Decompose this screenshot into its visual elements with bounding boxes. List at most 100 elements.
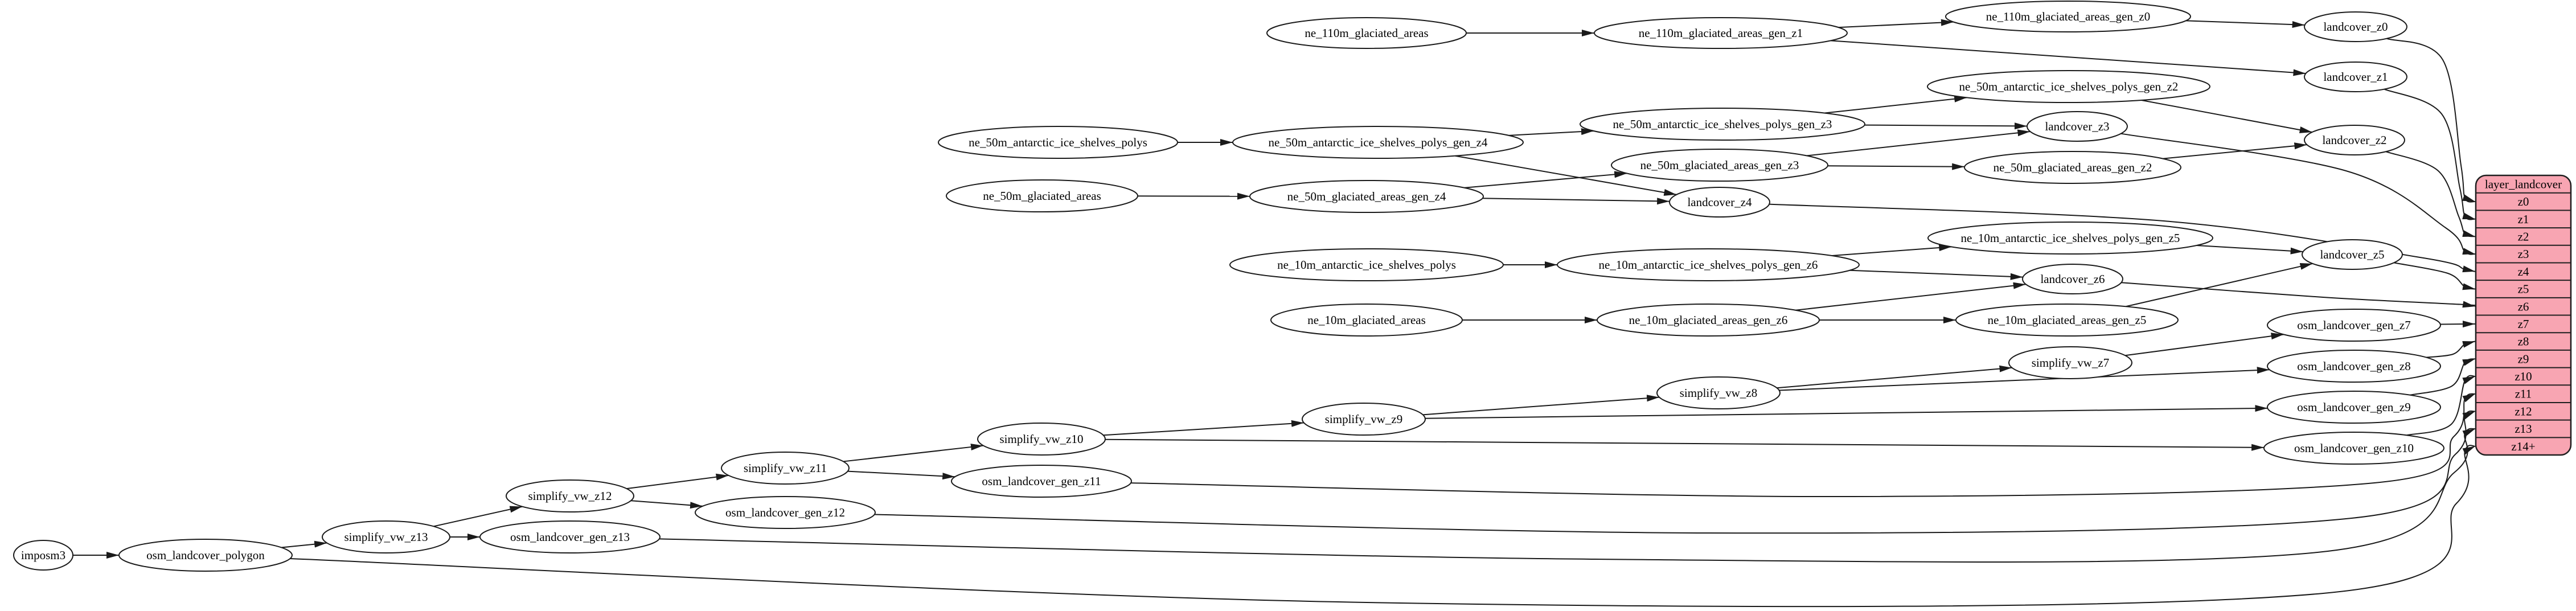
edge-landcover_z6-to-layer_landcover-z6 xyxy=(2121,282,2480,308)
node-label-ne_50m_glaciated_areas_gen_z2: ne_50m_glaciated_areas_gen_z2 xyxy=(1993,161,2152,174)
node-label-osm_landcover_gen_z13: osm_landcover_gen_z13 xyxy=(510,530,630,544)
node-shape-simplify_vw_z9 xyxy=(1302,403,1426,436)
node-shape-simplify_vw_z10 xyxy=(977,423,1106,456)
edge-ne_50m_antarctic_ice_shelves_polys_gen_z4-to-landcover_z4 xyxy=(1455,155,1677,196)
node-landcover_z4: landcover_z4 xyxy=(1669,187,1770,218)
node-ne_10m_antarctic_ice_shelves_polys_gen_z5: ne_10m_antarctic_ice_shelves_polys_gen_z… xyxy=(1927,222,2213,255)
node-ne_50m_antarctic_ice_shelves_polys_gen_z3: ne_50m_antarctic_ice_shelves_polys_gen_z… xyxy=(1580,108,1865,141)
node-shape-simplify_vw_z7 xyxy=(2008,346,2132,379)
edge-landcover_z3-to-layer_landcover-z3 xyxy=(2120,133,2476,255)
edge-simplify_vw_z12-to-osm_landcover_gen_z12 xyxy=(630,500,703,509)
node-label-ne_50m_antarctic_ice_shelves_polys_gen_z2: ne_50m_antarctic_ice_shelves_polys_gen_z… xyxy=(1959,80,2179,93)
node-shape-landcover_z3 xyxy=(2027,111,2128,142)
node-label-simplify_vw_z7: simplify_vw_z7 xyxy=(2032,356,2110,370)
node-simplify_vw_z10: simplify_vw_z10 xyxy=(977,423,1106,456)
edge-simplify_vw_z9-to-osm_landcover_gen_z9 xyxy=(1425,405,2268,419)
node-shape-ne_110m_glaciated_areas_gen_z0 xyxy=(1945,1,2191,32)
edge-simplify_vw_z11-to-simplify_vw_z10 xyxy=(843,444,984,462)
node-simplify_vw_z9: simplify_vw_z9 xyxy=(1302,403,1426,436)
node-label-landcover_z5: landcover_z5 xyxy=(2320,248,2384,261)
node-shape-ne_110m_glaciated_areas_gen_z1 xyxy=(1594,17,1848,49)
edge-landcover_z0-to-layer_landcover-z0 xyxy=(2386,38,2476,203)
table-row-z1: z1 xyxy=(2518,212,2529,226)
edge-osm_landcover_gen_z7-to-layer_landcover-z7 xyxy=(2440,321,2476,328)
node-label-simplify_vw_z9: simplify_vw_z9 xyxy=(1325,412,1403,426)
table-row-z10: z10 xyxy=(2515,370,2532,383)
node-shape-osm_landcover_gen_z9 xyxy=(2267,391,2441,424)
node-label-landcover_z2: landcover_z2 xyxy=(2322,133,2386,147)
node-landcover_z3: landcover_z3 xyxy=(2027,111,2128,142)
table-row-z13: z13 xyxy=(2515,422,2532,436)
edge-ne_10m_antarctic_ice_shelves_polys_gen_z6-to-landcover_z6 xyxy=(1849,269,2023,280)
node-osm_landcover_polygon: osm_landcover_polygon xyxy=(118,539,293,572)
node-shape-ne_50m_glaciated_areas xyxy=(946,179,1138,212)
node-label-ne_50m_antarctic_ice_shelves_polys: ne_50m_antarctic_ice_shelves_polys xyxy=(969,136,1147,149)
node-osm_landcover_gen_z10: osm_landcover_gen_z10 xyxy=(2263,432,2444,465)
node-label-ne_50m_glaciated_areas_gen_z3: ne_50m_glaciated_areas_gen_z3 xyxy=(1640,158,1799,172)
table-row-z7: z7 xyxy=(2518,317,2529,331)
edge-simplify_vw_z13-to-simplify_vw_z12 xyxy=(433,506,523,527)
table-row-z11: z11 xyxy=(2515,387,2532,401)
node-ne_10m_antarctic_ice_shelves_polys_gen_z6: ne_10m_antarctic_ice_shelves_polys_gen_z… xyxy=(1557,248,1860,281)
edge-ne_110m_glaciated_areas_gen_z0-to-landcover_z0 xyxy=(2185,20,2305,28)
edge-ne_50m_glaciated_areas_gen_z3-to-ne_50m_glaciated_areas_gen_z2 xyxy=(1827,163,1965,170)
node-shape-landcover_z0 xyxy=(2304,11,2407,42)
node-label-ne_10m_glaciated_areas_gen_z6: ne_10m_glaciated_areas_gen_z6 xyxy=(1629,313,1788,327)
node-label-osm_landcover_gen_z10: osm_landcover_gen_z10 xyxy=(2294,441,2414,455)
node-label-landcover_z1: landcover_z1 xyxy=(2323,70,2388,84)
node-label-ne_10m_glaciated_areas: ne_10m_glaciated_areas xyxy=(1307,313,1426,327)
node-shape-landcover_z6 xyxy=(2022,264,2123,294)
edge-ne_50m_antarctic_ice_shelves_polys_gen_z2-to-landcover_z2 xyxy=(2141,99,2312,133)
table-row-z0: z0 xyxy=(2518,195,2529,208)
node-shape-osm_landcover_gen_z11 xyxy=(951,465,1132,498)
node-ne_110m_glaciated_areas_gen_z0: ne_110m_glaciated_areas_gen_z0 xyxy=(1945,1,2191,32)
node-ne_10m_glaciated_areas_gen_z5: ne_10m_glaciated_areas_gen_z5 xyxy=(1955,304,2179,337)
edge-osm_landcover_gen_z13-to-layer_landcover-z13 xyxy=(659,428,2476,563)
node-shape-landcover_z1 xyxy=(2304,61,2407,92)
node-shape-ne_50m_antarctic_ice_shelves_polys_gen_z3 xyxy=(1580,108,1865,141)
edge-ne_50m_glaciated_areas_gen_z4-to-landcover_z4 xyxy=(1482,198,1670,205)
node-shape-osm_landcover_polygon xyxy=(118,539,293,572)
table-row-z4: z4 xyxy=(2518,265,2529,278)
table-layer-landcover: layer_landcoverz0z1z2z3z4z5z6z7z8z9z10z1… xyxy=(2475,174,2572,456)
node-label-ne_50m_antarctic_ice_shelves_polys_gen_z4: ne_50m_antarctic_ice_shelves_polys_gen_z… xyxy=(1269,136,1488,149)
node-shape-ne_10m_glaciated_areas_gen_z5 xyxy=(1955,304,2179,337)
node-label-landcover_z0: landcover_z0 xyxy=(2323,20,2388,34)
table-row-z5: z5 xyxy=(2518,282,2529,296)
table-row-z6: z6 xyxy=(2518,300,2529,313)
node-osm_landcover_gen_z7: osm_landcover_gen_z7 xyxy=(2267,309,2441,342)
node-shape-ne_110m_glaciated_areas xyxy=(1266,17,1467,49)
node-shape-landcover_z4 xyxy=(1669,187,1770,218)
node-label-ne_10m_antarctic_ice_shelves_polys_gen_z5: ne_10m_antarctic_ice_shelves_polys_gen_z… xyxy=(1961,231,2180,245)
node-label-landcover_z6: landcover_z6 xyxy=(2040,272,2105,286)
node-shape-osm_landcover_gen_z8 xyxy=(2267,350,2441,383)
node-landcover_z0: landcover_z0 xyxy=(2304,11,2407,42)
edge-ne_50m_glaciated_areas_gen_z2-to-landcover_z2 xyxy=(2163,142,2307,159)
edge-ne_10m_antarctic_ice_shelves_polys_gen_z6-to-ne_10m_antarctic_ice_shelves_polys_gen_z5 xyxy=(1832,244,1952,256)
edge-ne_10m_glaciated_areas_gen_z5-to-landcover_z5 xyxy=(2126,263,2313,307)
node-shape-ne_50m_glaciated_areas_gen_z4 xyxy=(1249,180,1484,213)
edge-ne_50m_antarctic_ice_shelves_polys_gen_z3-to-ne_50m_antarctic_ice_shelves_polys_gen_z2 xyxy=(1824,95,1967,114)
node-label-simplify_vw_z13: simplify_vw_z13 xyxy=(344,530,428,544)
table-row-z3: z3 xyxy=(2518,247,2529,261)
node-ne_50m_antarctic_ice_shelves_polys: ne_50m_antarctic_ice_shelves_polys xyxy=(938,126,1178,159)
table-title: layer_landcover xyxy=(2485,177,2562,191)
node-shape-ne_50m_antarctic_ice_shelves_polys_gen_z2 xyxy=(1927,70,2210,103)
node-landcover_z6: landcover_z6 xyxy=(2022,264,2123,294)
edges-layer xyxy=(73,19,2480,608)
edge-landcover_z2-to-layer_landcover-z2 xyxy=(2385,151,2476,237)
node-label-landcover_z3: landcover_z3 xyxy=(2045,120,2109,133)
node-simplify_vw_z12: simplify_vw_z12 xyxy=(506,479,634,512)
edge-landcover_z1-to-layer_landcover-z1 xyxy=(2384,88,2476,220)
edge-simplify_vw_z10-to-simplify_vw_z9 xyxy=(1103,420,1305,436)
node-label-ne_50m_antarctic_ice_shelves_polys_gen_z3: ne_50m_antarctic_ice_shelves_polys_gen_z… xyxy=(1613,117,1832,131)
node-shape-landcover_z5 xyxy=(2302,239,2403,270)
node-shape-ne_50m_glaciated_areas_gen_z3 xyxy=(1611,149,1828,182)
node-ne_50m_glaciated_areas: ne_50m_glaciated_areas xyxy=(946,179,1138,212)
node-shape-ne_10m_antarctic_ice_shelves_polys_gen_z5 xyxy=(1927,222,2213,255)
node-shape-ne_10m_glaciated_areas xyxy=(1270,304,1463,337)
node-shape-imposm3 xyxy=(13,540,73,571)
node-label-ne_10m_antarctic_ice_shelves_polys_gen_z6: ne_10m_antarctic_ice_shelves_polys_gen_z… xyxy=(1599,258,1818,272)
edge-landcover_z5-to-layer_landcover-z5 xyxy=(2394,262,2476,290)
node-landcover_z2: landcover_z2 xyxy=(2304,125,2405,155)
